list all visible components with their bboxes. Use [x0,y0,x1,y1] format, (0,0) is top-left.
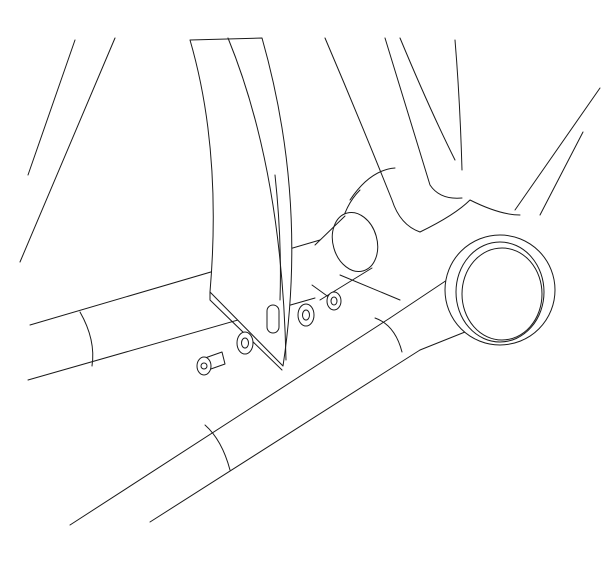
bolt [196,351,226,376]
bottom-bracket [419,199,556,346]
seat-stay-left [19,37,116,263]
seat-stay-right [514,87,601,216]
washer-left [236,331,254,355]
washer-right [297,303,315,327]
fender [189,37,293,371]
nut [311,284,342,311]
chainstay-lower [69,274,471,526]
seat-tube [324,37,463,233]
fender-slot [266,304,280,334]
